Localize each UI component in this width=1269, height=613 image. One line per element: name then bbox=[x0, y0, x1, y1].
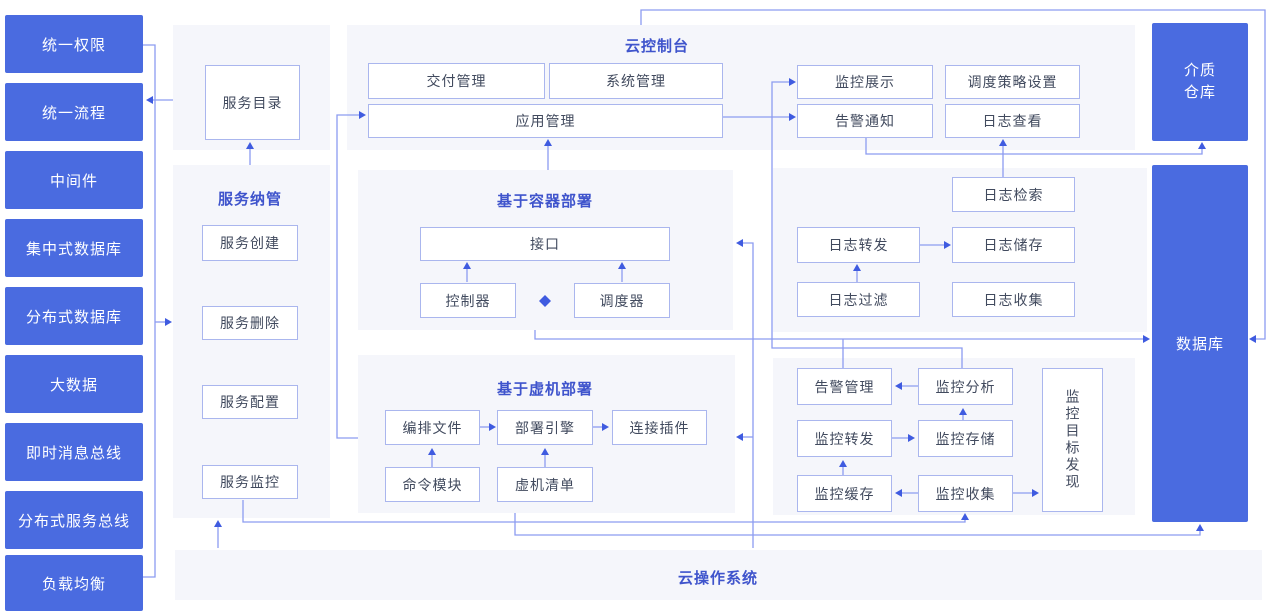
node-service-delete: 服务删除 bbox=[202, 306, 298, 340]
node-deploy-engine: 部署引擎 bbox=[497, 410, 593, 445]
rail-item-im-bus: 即时消息总线 bbox=[5, 423, 143, 481]
node-delivery-mgmt: 交付管理 bbox=[368, 63, 545, 99]
cloud-os-panel bbox=[175, 550, 1262, 600]
node-connect-plugin: 连接插件 bbox=[612, 410, 707, 445]
vm-deploy-title: 基于虚机部署 bbox=[496, 381, 594, 398]
node-monitor-forward: 监控转发 bbox=[797, 420, 892, 457]
node-log-search: 日志检索 bbox=[952, 177, 1075, 212]
cloud-os-title: 云操作系统 bbox=[677, 570, 759, 587]
node-log-view: 日志查看 bbox=[945, 104, 1080, 138]
node-orchestration-file: 编排文件 bbox=[385, 410, 480, 445]
node-schedule-policy: 调度策略设置 bbox=[945, 65, 1080, 99]
media-repository-label: 介质仓库 bbox=[1183, 61, 1216, 102]
node-service-catalog: 服务目录 bbox=[205, 65, 300, 140]
node-command-module: 命令模块 bbox=[385, 467, 480, 502]
node-vm-inventory: 虚机清单 bbox=[497, 467, 593, 502]
node-monitor-collect: 监控收集 bbox=[918, 475, 1013, 512]
node-log-collect: 日志收集 bbox=[952, 282, 1075, 317]
rail-item-load-balancer: 负载均衡 bbox=[5, 555, 143, 611]
cloud-console-title: 云控制台 bbox=[624, 38, 690, 55]
service-mgmt-title: 服务纳管 bbox=[217, 191, 283, 208]
database-box: 数据库 bbox=[1152, 165, 1248, 522]
rail-item-centralized-db: 集中式数据库 bbox=[5, 219, 143, 277]
node-log-store: 日志储存 bbox=[952, 227, 1075, 263]
node-monitor-target-discovery: 监控目标发现 bbox=[1042, 368, 1103, 512]
node-monitor-storage: 监控存储 bbox=[918, 420, 1013, 457]
node-monitor-analysis: 监控分析 bbox=[918, 368, 1013, 405]
node-alarm-notify: 告警通知 bbox=[797, 104, 933, 138]
media-repository-box: 介质仓库 bbox=[1152, 23, 1248, 141]
node-log-forward: 日志转发 bbox=[797, 227, 920, 263]
rail-item-unified-permission: 统一权限 bbox=[5, 15, 143, 73]
node-scheduler: 调度器 bbox=[574, 283, 670, 318]
node-service-monitor: 服务监控 bbox=[202, 465, 298, 499]
node-interface: 接口 bbox=[420, 227, 670, 261]
rail-item-middleware: 中间件 bbox=[5, 151, 143, 209]
rail-item-big-data: 大数据 bbox=[5, 355, 143, 413]
node-service-create: 服务创建 bbox=[202, 225, 298, 261]
rail-item-unified-process: 统一流程 bbox=[5, 83, 143, 141]
node-log-filter: 日志过滤 bbox=[797, 282, 920, 317]
node-alarm-mgmt: 告警管理 bbox=[797, 368, 892, 405]
node-app-mgmt: 应用管理 bbox=[368, 104, 723, 138]
node-monitor-cache: 监控缓存 bbox=[797, 475, 892, 512]
node-service-config: 服务配置 bbox=[202, 385, 298, 419]
rail-item-distributed-db: 分布式数据库 bbox=[5, 287, 143, 345]
node-monitor-display: 监控展示 bbox=[797, 65, 933, 99]
service-mgmt-panel bbox=[173, 165, 330, 518]
rail-item-distributed-service-bus: 分布式服务总线 bbox=[5, 491, 143, 549]
node-system-mgmt: 系统管理 bbox=[549, 63, 723, 99]
node-controller: 控制器 bbox=[420, 283, 516, 318]
container-deploy-title: 基于容器部署 bbox=[496, 193, 594, 210]
